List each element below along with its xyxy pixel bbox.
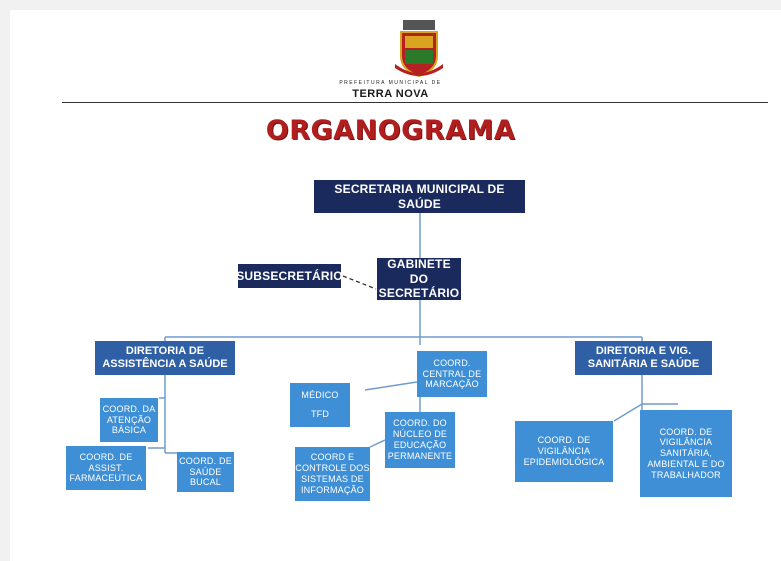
node-coord-assist-farmaceutica: COORD. DE ASSIST. FARMACEUTICA [66,446,146,490]
node-coord-sistemas-informacao: COORD E CONTROLE DOS SISTEMAS DE INFORMA… [295,447,370,501]
node-medico-tfd: MÉDICO TFD [290,383,350,427]
node-subsecretario: SUBSECRETÁRIO [236,264,343,288]
node-coord-vig-epidemiologica: COORD. DE VIGILÂNCIA EPIDEMIOLÓGICA [515,421,613,482]
node-coord-central-marcacao: COORD. CENTRAL DE MARCAÇÃO [417,351,487,397]
node-secretaria-municipal-saude: SECRETARIA MUNICIPAL DE SAÚDE [314,180,525,213]
page-title: ORGANOGRAMA [265,115,516,146]
logo-caption: PREFEITURA MUNICIPAL DE [339,80,442,86]
medico-label: MÉDICO [301,390,339,401]
node-diretoria-vig-sanitaria: DIRETORIA E VIG. SANITÁRIA E SAÚDE [575,341,712,375]
logo-crown [403,20,435,30]
coat-of-arms-logo [395,20,443,78]
connector-educacao-to-sistemas [369,439,386,448]
connector-subsecretario-dashed [342,275,377,290]
node-diretoria-assistencia-saude: DIRETORIA DE ASSISTÊNCIA A SAÚDE [95,341,235,375]
node-coord-saude-bucal: COORD. DE SAÚDE BUCAL [177,452,234,492]
header-divider [62,102,768,103]
node-gabinete-secretario: GABINETE DO SECRETÁRIO [377,257,461,301]
node-coord-educacao-permanente: COORD. DO NÚCLEO DE EDUCAÇÃO PERMANENTE [385,412,455,468]
logo-ribbon [395,64,443,76]
connector-to-epidemiologica [613,403,643,422]
node-coord-atencao-basica: COORD. DA ATENÇÃO BÁSICA [100,398,158,442]
tfd-label: TFD [310,409,330,419]
node-coord-vig-sanitaria-ambiental: COORD. DE VIGILÂNCIA SANITÁRIA, AMBIENTA… [640,410,732,497]
logo-city-name: TERRA NOVA [352,88,429,100]
